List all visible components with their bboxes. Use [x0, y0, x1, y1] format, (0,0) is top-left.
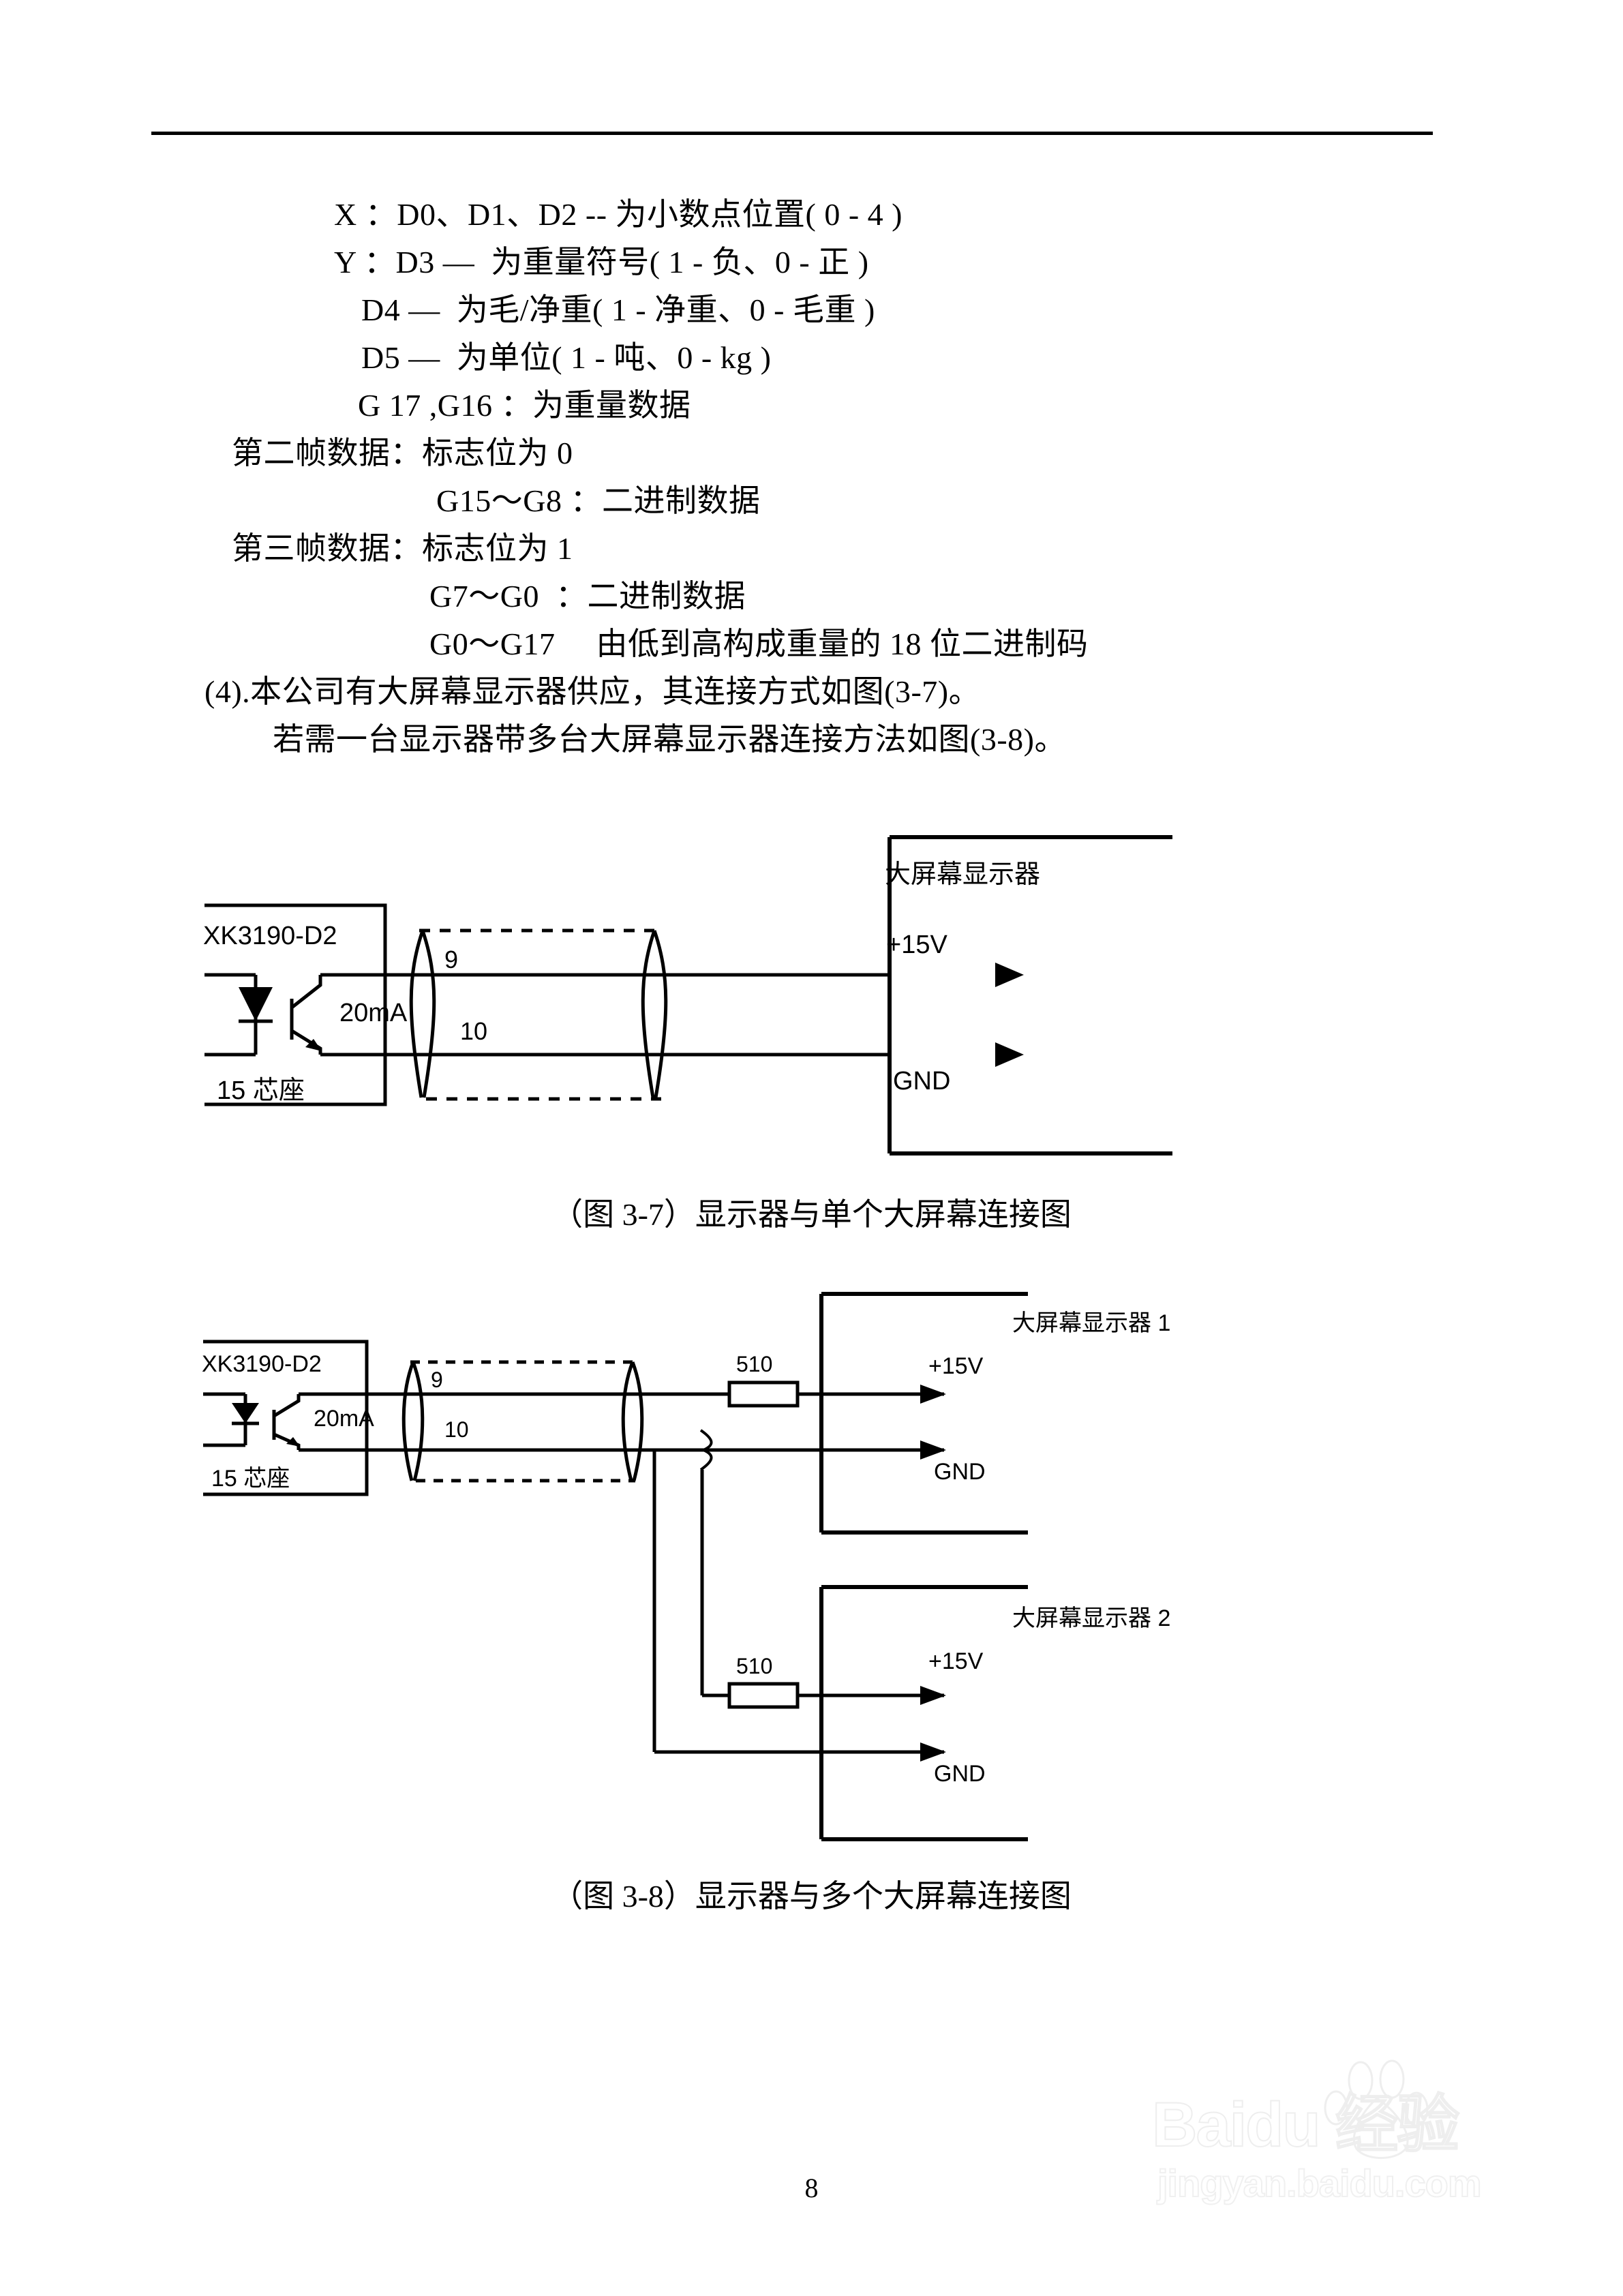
fig38-pin-9-label: 9 [431, 1368, 443, 1392]
ground-arrow-icon-1 [920, 1440, 946, 1460]
fig37-current-label: 20mA [339, 999, 408, 1027]
header-rule [151, 132, 1433, 135]
body-text-block: X ：D0、D1、D2 -- 为小数点位置( 0 - 4 ) Y ：D3 — 为… [0, 191, 1623, 764]
fig37-pin-9-label: 9 [444, 946, 458, 973]
power-arrow-icon-2 [920, 1686, 946, 1705]
body-line-frame2: 第二帧数据：标志位为 0 [232, 436, 573, 470]
fig38-current-label: 20mA [314, 1406, 374, 1432]
fig37-power-label: +15V [886, 931, 947, 959]
figure-3-8-diagram: XK3190-D2 15 芯座 20mA 9 10 510 510 大屏幕显示器… [191, 1282, 1295, 1868]
figure-3-7-diagram: XK3190-D2 15 芯座 20mA 9 10 大屏幕显示器 +15V GN… [191, 804, 1295, 1186]
figure-3-7-caption: （图 3-7）显示器与单个大屏幕连接图 [551, 1197, 1072, 1232]
body-line-g0-g17: G0～G17 由低到高构成重量的 18 位二进制码 [429, 626, 1089, 661]
fig37-ground-label: GND [893, 1067, 950, 1096]
fig37-socket-label: 15 芯座 [217, 1076, 305, 1105]
body-line-d5: D5 — 为单位( 1 - 吨、0 - kg ) [361, 340, 772, 375]
resistor-2-symbol [727, 1682, 800, 1709]
body-line-g7-g0: G7～G0 ：二进制数据 [429, 579, 746, 614]
fig38-ground-1-label: GND [934, 1459, 986, 1485]
fig38-resistor-2-label: 510 [736, 1654, 772, 1678]
fig38-power-2-label: +15V [928, 1648, 984, 1674]
baidu-paw-icon [1324, 2059, 1429, 2159]
fig38-pin-10-label: 10 [444, 1417, 469, 1442]
power-arrow-icon [995, 963, 1024, 987]
fig38-socket-label: 15 芯座 [211, 1466, 290, 1492]
fig37-pin-10-label: 10 [460, 1017, 487, 1045]
fig37-instrument-label: XK3190-D2 [203, 922, 337, 950]
ground-arrow-icon-2 [920, 1742, 946, 1762]
body-line-item4: (4).本公司有大屏幕显示器供应，其连接方式如图(3-7)。 [204, 674, 981, 709]
fig38-display-2-label: 大屏幕显示器 2 [1012, 1605, 1170, 1631]
led-symbol [239, 987, 273, 1021]
led-symbol [232, 1403, 259, 1423]
fig38-instrument-label: XK3190-D2 [202, 1351, 322, 1377]
resistor-1-symbol [727, 1380, 800, 1408]
body-line-multi-display: 若需一台显示器带多台大屏幕显示器连接方法如图(3-8)。 [273, 722, 1066, 757]
body-line-g17-g16: G 17 ,G16 ：为重量数据 [358, 388, 691, 423]
fig38-power-1-label: +15V [928, 1353, 984, 1379]
body-line-frame3: 第三帧数据：标志位为 1 [232, 531, 573, 566]
ground-arrow-icon [995, 1042, 1024, 1067]
fig38-display-1-label: 大屏幕显示器 1 [1012, 1310, 1170, 1336]
body-line-x-decimal: X ：D0、D1、D2 -- 为小数点位置( 0 - 4 ) [334, 197, 902, 232]
page-number: 8 [804, 2173, 819, 2203]
figure-3-8-caption: （图 3-8）显示器与多个大屏幕连接图 [551, 1879, 1072, 1914]
body-line-d4: D4 — 为毛/净重( 1 - 净重、0 - 毛重 ) [361, 292, 875, 327]
watermark-brand: Baidu 经验 [1151, 2089, 1460, 2160]
body-line-y-d3: Y ：D3 — 为重量符号( 1 - 负、0 - 正 ) [334, 245, 869, 280]
body-line-g15-g8: G15～G8 ：二进制数据 [436, 483, 761, 518]
power-arrow-icon-1 [920, 1385, 946, 1404]
fig38-resistor-1-label: 510 [736, 1352, 772, 1376]
fig38-ground-2-label: GND [934, 1761, 986, 1787]
fig37-display-label: 大屏幕显示器 [885, 860, 1040, 889]
